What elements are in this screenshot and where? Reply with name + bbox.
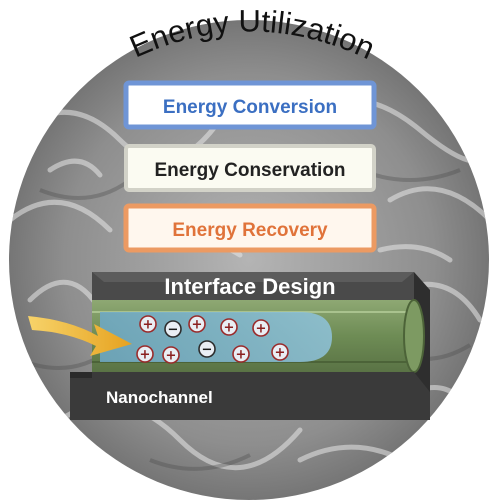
positive-ion-icon: +: [136, 345, 154, 363]
positive-ion-icon: +: [188, 315, 206, 333]
interface-design-label: Interface Design: [164, 274, 335, 299]
energy-conversion-label: Energy Conversion: [163, 97, 337, 118]
svg-text:+: +: [236, 348, 247, 363]
positive-ion-icon: +: [220, 318, 238, 336]
svg-text:−: −: [202, 343, 213, 358]
energy-conservation-label: Energy Conservation: [154, 160, 345, 181]
positive-ion-icon: +: [252, 319, 270, 337]
nanochannel-label: Nanochannel: [106, 388, 213, 407]
slab-bottom: [70, 372, 430, 420]
energy-recovery-label: Energy Recovery: [172, 220, 328, 241]
svg-text:+: +: [224, 321, 235, 336]
svg-text:+: +: [256, 322, 267, 337]
energy-recovery-border: [123, 203, 377, 253]
negative-ion-icon: −: [164, 320, 182, 338]
positive-ion-icon: +: [271, 343, 289, 361]
svg-text:+: +: [192, 318, 203, 333]
channel-opening: [403, 299, 425, 373]
fluid-region: [100, 312, 332, 362]
positive-ion-icon: +: [162, 346, 180, 364]
ions: +−+++++−++: [136, 315, 289, 364]
svg-text:−: −: [168, 323, 179, 338]
svg-text:+: +: [166, 349, 177, 364]
energy-recovery-box: Energy Recovery: [123, 203, 377, 253]
energy-conservation-box: Energy Conservation: [124, 144, 376, 192]
svg-text:+: +: [143, 318, 154, 333]
positive-ion-icon: +: [232, 345, 250, 363]
energy-conversion-border: [123, 80, 377, 130]
svg-text:+: +: [140, 348, 151, 363]
energy-conservation-border: [124, 144, 376, 192]
energy-conversion-box: Energy Conversion: [123, 80, 377, 130]
svg-text:+: +: [275, 346, 286, 361]
positive-ion-icon: +: [139, 315, 157, 333]
negative-ion-icon: −: [198, 340, 216, 358]
flow-arrow-icon: [28, 316, 132, 356]
